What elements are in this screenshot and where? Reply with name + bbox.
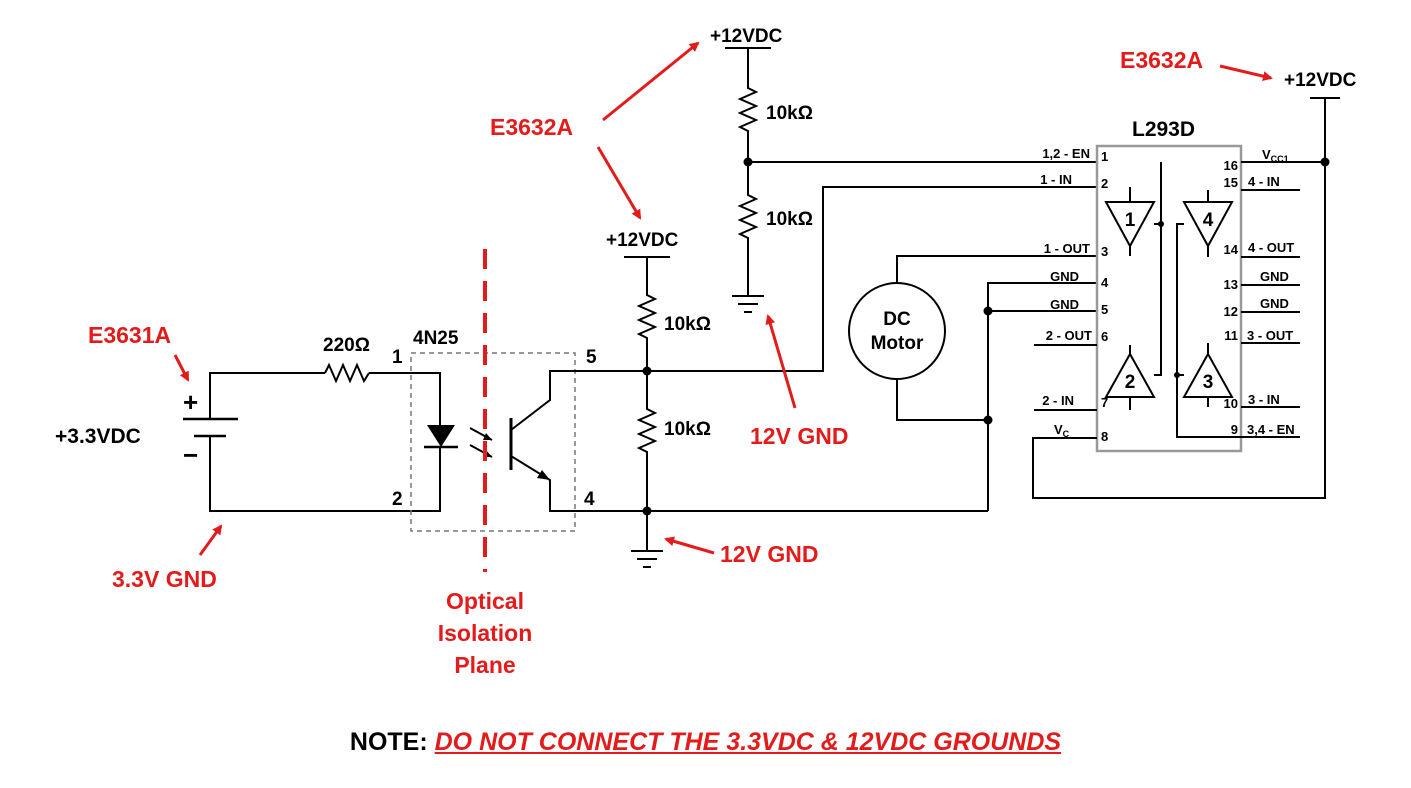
pin-6-number: 6 bbox=[1101, 329, 1108, 344]
gnd-3v3-label: 3.3V GND bbox=[112, 566, 217, 592]
e3632a-left-label: E3632A bbox=[490, 114, 573, 140]
battery-minus: − bbox=[183, 440, 198, 470]
isolation-label-1: Optical bbox=[446, 588, 524, 614]
pin-3-number: 3 bbox=[1101, 244, 1108, 259]
resistor-10k-a-label: 10kΩ bbox=[766, 103, 813, 124]
pin-4-label: GND bbox=[1050, 269, 1079, 284]
pin-5-number: 5 bbox=[1101, 302, 1108, 317]
pin-14-number: 14 bbox=[1224, 242, 1239, 257]
supply-12v-top-label: +12VDC bbox=[710, 26, 783, 47]
supply-12v-mid-label: +12VDC bbox=[606, 230, 679, 251]
pin-16-label-sub: CC1 bbox=[1271, 154, 1289, 164]
pin-6-label: 2 - OUT bbox=[1046, 328, 1092, 343]
pin-7-label: 2 - IN bbox=[1042, 393, 1074, 408]
opto-pin-1: 1 bbox=[392, 347, 403, 368]
schematic-diagram: + − +3.3VDC 220Ω 4N25 1 2 5 4 Optical Is… bbox=[55, 26, 1357, 678]
pin-2-number: 2 bbox=[1101, 176, 1108, 191]
note-prefix: NOTE bbox=[349, 728, 420, 756]
isolation-label-2: Isolation bbox=[438, 620, 533, 646]
l293d-right-pins: 16 VCC1 15 4 - IN 14 4 - OUT 13 GND 12 G… bbox=[1224, 147, 1295, 437]
dc-motor bbox=[848, 255, 1097, 511]
gnd-12v-top-label: 12V GND bbox=[750, 423, 848, 449]
resistor-10k-c-label: 10kΩ bbox=[664, 314, 711, 335]
pin-13-label: GND bbox=[1260, 269, 1289, 284]
pin-2-label: 1 - IN bbox=[1040, 172, 1072, 187]
pin-13-number: 13 bbox=[1224, 277, 1238, 292]
enable-divider bbox=[725, 47, 1097, 313]
pin-7-number: 7 bbox=[1101, 395, 1108, 410]
supply-3v3-label: +3.3VDC bbox=[55, 425, 141, 448]
pin-16-label: VCC1 bbox=[1262, 147, 1289, 164]
pin-4-number: 4 bbox=[1101, 275, 1109, 290]
pin-8-label: VC bbox=[1054, 422, 1070, 439]
note-text: DO NOT CONNECT THE 3.3VDC & 12VDC GROUND… bbox=[434, 728, 1062, 756]
e3631a-label: E3631A bbox=[88, 322, 171, 348]
l293d-left-pins: 1,2 - EN 1 1 - IN 2 1 - OUT 3 GND 4 GND … bbox=[1040, 146, 1109, 444]
pin-9-label: 3,4 - EN bbox=[1247, 422, 1295, 437]
pin-3-label: 1 - OUT bbox=[1044, 241, 1090, 256]
pin-1-number: 1 bbox=[1101, 149, 1108, 164]
pin-8-label-sub: C bbox=[1063, 429, 1070, 439]
opto-pin-5: 5 bbox=[586, 347, 597, 368]
motor-label-2: Motor bbox=[871, 333, 924, 354]
e3632a-right-label: E3632A bbox=[1120, 47, 1203, 73]
buffer-3-label: 3 bbox=[1203, 372, 1214, 393]
pin-15-label: 4 - IN bbox=[1248, 174, 1280, 189]
optocoupler-label: 4N25 bbox=[413, 328, 459, 349]
output-divider bbox=[575, 186, 1097, 568]
pin-15-number: 15 bbox=[1224, 175, 1238, 190]
pin-16-label-main: V bbox=[1262, 147, 1271, 162]
optocoupler bbox=[410, 352, 576, 532]
opto-pin-4: 4 bbox=[584, 489, 595, 510]
pin-5-label: GND bbox=[1050, 297, 1079, 312]
buffer-1-label: 1 bbox=[1125, 210, 1136, 231]
resistor-10k-b-label: 10kΩ bbox=[766, 209, 813, 230]
battery-plus: + bbox=[183, 387, 198, 417]
resistor-220-label: 220Ω bbox=[323, 335, 370, 356]
opto-pin-2: 2 bbox=[392, 489, 403, 510]
pin-12-number: 12 bbox=[1224, 304, 1238, 319]
battery-circuit bbox=[183, 362, 441, 512]
pin-8-label-main: V bbox=[1054, 422, 1063, 437]
ground-note: NOTE: DO NOT CONNECT THE 3.3VDC & 12VDC … bbox=[0, 728, 1411, 757]
gnd-12v-bottom-label: 12V GND bbox=[720, 541, 818, 567]
resistor-10k-d-label: 10kΩ bbox=[664, 419, 711, 440]
isolation-label-3: Plane bbox=[454, 652, 515, 678]
pin-8-number: 8 bbox=[1101, 429, 1108, 444]
supply-12v-right-label: +12VDC bbox=[1284, 70, 1357, 91]
buffer-2-label: 2 bbox=[1125, 372, 1136, 393]
pin-11-label: 3 - OUT bbox=[1247, 328, 1293, 343]
annotation-arrows bbox=[173, 41, 1273, 556]
l293d-label: L293D bbox=[1132, 118, 1195, 141]
pin-11-number: 11 bbox=[1224, 328, 1238, 343]
pin-10-number: 10 bbox=[1224, 396, 1238, 411]
pin-14-label: 4 - OUT bbox=[1248, 240, 1294, 255]
pin-12-label: GND bbox=[1260, 296, 1289, 311]
motor-label-1: DC bbox=[883, 309, 911, 330]
pin-10-label: 3 - IN bbox=[1248, 392, 1280, 407]
note-colon: : bbox=[419, 728, 428, 756]
pin-9-number: 9 bbox=[1231, 422, 1238, 437]
pin-16-number: 16 bbox=[1224, 158, 1238, 173]
l293d-chip bbox=[1032, 97, 1340, 499]
pin-1-label: 1,2 - EN bbox=[1042, 146, 1090, 161]
buffer-4-label: 4 bbox=[1203, 210, 1214, 231]
